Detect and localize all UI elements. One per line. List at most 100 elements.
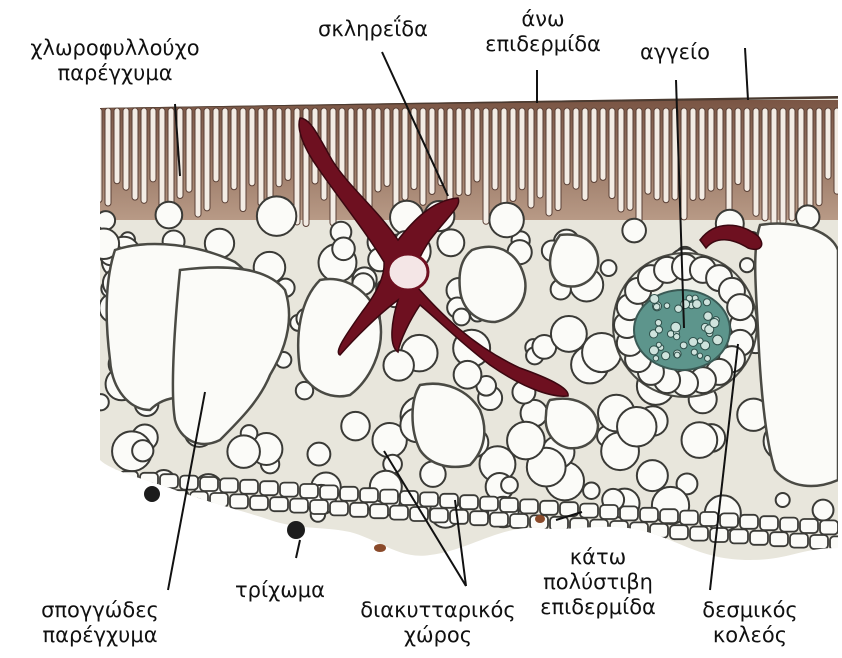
lower-epidermis-cell [820,520,838,534]
label-spongy-parenchyma-line2: παρέγχυμα [10,623,190,648]
vessel-cell [653,356,658,361]
palisade-cell [834,108,840,194]
palisade-cell [771,108,777,226]
vessel-cell [650,294,659,303]
palisade-cell [717,108,723,190]
spongy-cell [617,407,656,446]
lower-epidermis-cell [650,524,668,538]
spongy-cell [383,350,413,380]
spongy-cell [332,238,355,261]
spongy-cell [637,460,668,491]
palisade-cell [222,108,228,203]
lower-epidermis-cell [330,501,348,515]
palisade-cell [582,108,588,201]
label-bundle-sheath-line1: δεσμικός [680,598,820,623]
spongy-cell [257,196,296,235]
lower-epidermis-cell [670,525,688,539]
label-intercellular-space-line1: διακυτταρικός [343,598,533,623]
palisade-cell [726,108,732,215]
lower-epidermis-cell [460,495,478,509]
palisade-cell [420,108,426,205]
palisade-cell [402,108,408,200]
palisade-cell [780,108,786,224]
lower-epidermis-cell [310,500,328,514]
lower-epidermis-cell [470,511,488,525]
lower-epidermis-cell [540,501,558,515]
label-trichome-line1: τρίχωμα [215,578,345,603]
lower-epidermis-cell [580,504,598,518]
palisade-cell [519,108,525,190]
palisade-cell [240,108,246,212]
lower-epidermis-cell [290,499,308,513]
lower-epidermis-cell [320,485,338,499]
palisade-cell [276,108,282,187]
lower-epidermis-cell [630,522,648,536]
palisade-cell [798,108,804,215]
lower-epidermis-cell [490,513,508,527]
palisade-cell [708,108,714,191]
spongy-cell [622,219,646,243]
lower-epidermis-cell [710,528,728,542]
lower-epidermis-cell [790,534,808,548]
palisade-cell [762,108,768,221]
lower-epidermis-cell [210,493,228,507]
palisade-cell [573,108,579,189]
lower-epidermis-cell [600,505,618,519]
palisade-cell [375,108,381,192]
palisade-cell [465,108,471,196]
label-lower-epidermis-line1: κάτω [518,545,678,570]
vessel-cell [674,352,680,358]
vessel-cell [691,349,697,355]
label-upper-epidermis-line1: άνω [478,7,608,32]
palisade-cell [195,108,201,217]
label-lower-epidermis-line2: πολύστιβη [518,570,678,595]
vessel-cell [705,355,711,361]
lower-epidermis-cell [370,504,388,518]
lower-epidermis-cell [380,490,398,504]
label-lower-epidermis: κάτω πολύστιβη επιδερμίδα [518,545,678,620]
label-bundle-sheath-line2: κολεός [680,623,820,648]
vessel-cell [704,312,713,321]
palisade-cell [204,108,210,211]
palisade-cell [141,108,147,203]
lower-epidermis-cell [760,516,778,530]
palisade-cell [366,108,372,212]
lower-epidermis-cell [270,497,288,511]
vessel-cell [655,320,661,326]
lower-epidermis-cell [640,508,658,522]
lower-epidermis-cell [620,506,638,520]
vessel-cell [671,322,681,332]
sheath-cell [727,294,753,320]
vessel-cell [710,318,719,327]
palisade-cell [609,108,615,199]
leaf-tissue [89,90,842,570]
vessel-cell [680,342,687,349]
palisade-cell [186,108,192,192]
spongy-cell [776,493,790,507]
palisade-cell [429,108,435,195]
lower-epidermis-cell [740,515,758,529]
label-trichome: τρίχωμα [215,578,345,603]
lower-epidermis-cell [480,497,498,511]
lower-epidermis-cell [360,488,378,502]
spongy-cell [682,422,718,458]
lower-epidermis-cell [660,509,678,523]
spongy-cell [601,260,617,276]
spongy-cell [489,203,523,237]
label-intercellular-space-line2: χώρος [343,623,533,648]
spongy-cell [454,361,482,389]
vessel-cell [697,338,703,344]
label-intercellular-space: διακυτταρικός χώρος [343,598,533,648]
palisade-cell [681,108,687,220]
lower-epidermis-cell [230,494,248,508]
palisade-cell [168,108,174,207]
palisade-cell [735,108,741,185]
lower-epidermis-cell [690,527,708,541]
label-sclereid-line1: σκληρεΐδα [293,17,453,42]
lower-epidermis-cell [250,496,268,510]
lower-epidermis-cell [430,508,448,522]
palisade-cell [267,108,273,202]
lower-epidermis-cell [770,532,788,546]
palisade-cell [123,108,129,190]
